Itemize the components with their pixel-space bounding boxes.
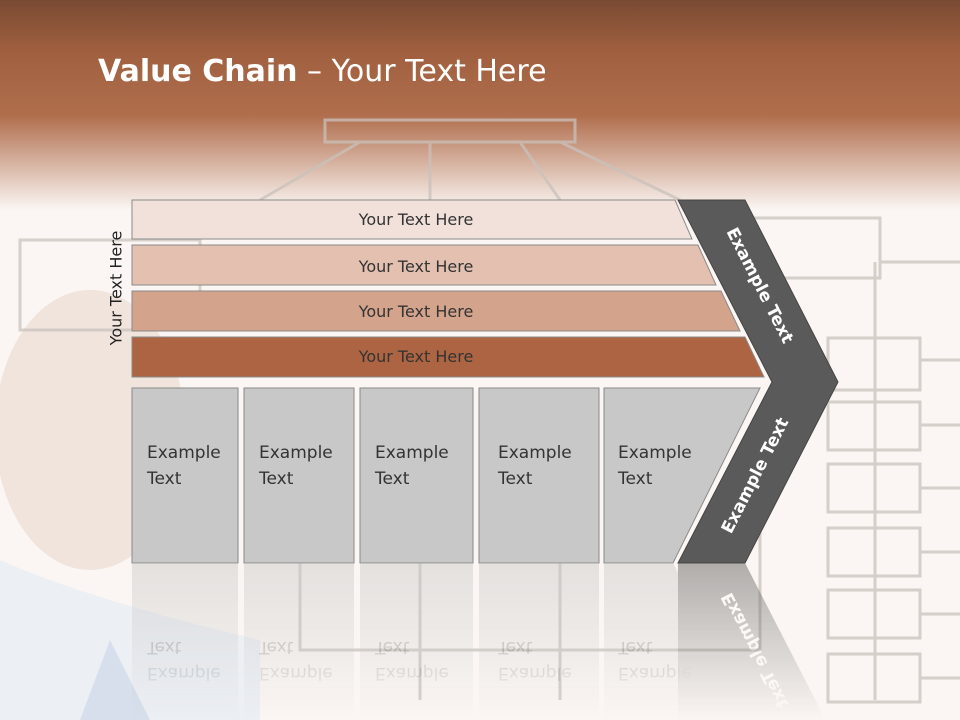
primary-activity: Example Text [478,387,600,564]
primary-activity-line1: Example [618,443,692,463]
primary-activity-line1: Example [147,443,221,463]
primary-activity: Example Text [131,387,239,564]
primary-activity-line2: Text [374,469,410,489]
support-row: Your Text Here [131,290,741,332]
primary-activity-line2: Text [617,469,653,489]
primary-activity: Example Text [359,387,474,564]
diagram-reflection: Example Text Example Text Example Text E… [132,563,826,720]
primary-activity: Example Text [603,387,761,564]
reflection-line1: Example [375,663,449,683]
support-row-label: Your Text Here [358,347,474,366]
support-row-shape [131,199,693,240]
support-row: Your Text Here [131,199,693,240]
support-row-label: Your Text Here [358,302,474,321]
primary-activity-box [359,387,474,564]
reflection-line2: Text [617,637,653,657]
support-row-shape [131,290,741,332]
page-title: Value Chain – Your Text Here [98,54,547,89]
primary-activity-line2: Text [497,469,533,489]
support-row-label: Your Text Here [358,210,474,229]
primary-activity-box [243,387,355,564]
primary-activity-line1: Example [375,443,449,463]
primary-activity-line2: Text [258,469,294,489]
reflection-line2: Text [374,637,410,657]
reflection-line2: Text [258,637,294,657]
reflection-line2: Text [146,637,182,657]
primary-activity-line2: Text [146,469,182,489]
support-row: Your Text Here [131,336,765,378]
reflection-line1: Example [259,663,333,683]
support-row-shape [131,336,765,378]
support-row-label: Your Text Here [358,257,474,276]
title-rest: – Your Text Here [297,54,547,89]
reflection-line1: Example [618,663,692,683]
primary-activity-box [478,387,600,564]
support-row: Your Text Here [131,244,717,286]
reflection-line2: Text [497,637,533,657]
primary-activity-line1: Example [259,443,333,463]
reflection-line1: Example [498,663,572,683]
reflection-line1: Example [147,663,221,683]
title-bold: Value Chain [98,54,298,89]
primary-activity-box [131,387,239,564]
header-band [0,0,960,210]
support-row-shape [131,244,717,286]
primary-activity-line1: Example [498,443,572,463]
primary-activity: Example Text [243,387,355,564]
